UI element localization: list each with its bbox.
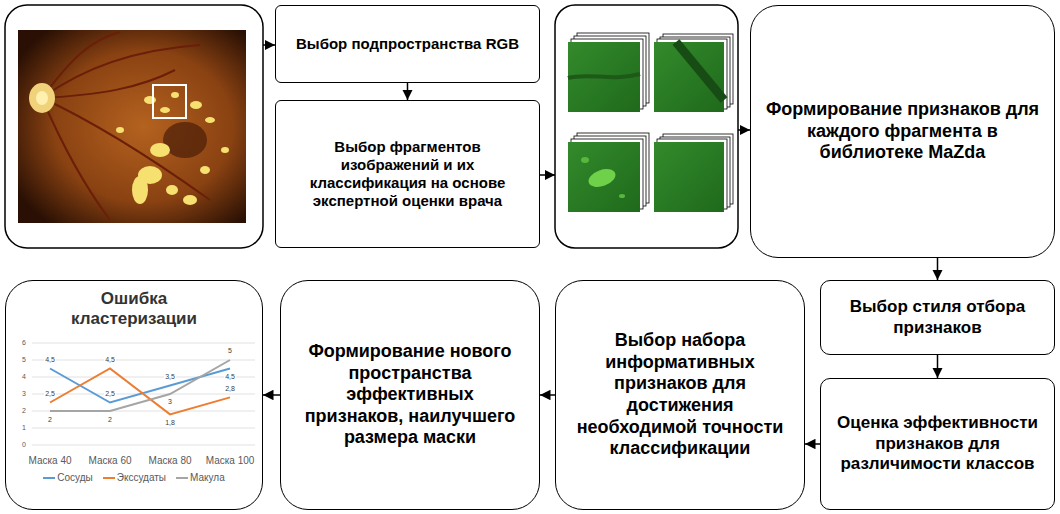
process-box: Выбор стиля отбора признаков bbox=[820, 280, 1055, 355]
data-label: 1,8 bbox=[164, 419, 176, 427]
box-text: Выбор стиля отбора признаков bbox=[835, 297, 1040, 338]
legend-line-sample bbox=[176, 477, 188, 479]
legend-line-sample bbox=[43, 477, 55, 479]
axis-tick: 2 bbox=[21, 407, 27, 415]
data-label: 2 bbox=[107, 416, 113, 424]
process-box: Выбор набора информативных признаков для… bbox=[555, 280, 805, 510]
category-label: Маска 80 bbox=[147, 455, 192, 466]
selection-square bbox=[153, 85, 186, 118]
flow-arrow bbox=[805, 443, 820, 445]
data-label: 3 bbox=[167, 398, 173, 406]
legend-text: Экссудаты bbox=[117, 472, 166, 483]
data-label: 3,5 bbox=[164, 373, 176, 381]
optic-disc bbox=[29, 83, 55, 113]
fragment-image bbox=[654, 142, 724, 212]
process-box: Формирование нового пространства эффекти… bbox=[280, 280, 540, 510]
legend-text: Макула bbox=[190, 472, 225, 483]
category-label: Маска 100 bbox=[205, 455, 256, 466]
fragment-image bbox=[568, 142, 640, 212]
data-label: 4,5 bbox=[44, 356, 56, 364]
box-text: Выбор набора информативных признаков для… bbox=[570, 330, 790, 460]
flow-arrow bbox=[540, 394, 555, 396]
fragments-panel bbox=[555, 5, 738, 248]
data-label: 2,5 bbox=[44, 390, 56, 398]
category-label: Маска 60 bbox=[87, 455, 132, 466]
exudates bbox=[116, 92, 229, 205]
chart-title: Ошибка кластеризации bbox=[54, 289, 214, 330]
fundus-photo bbox=[5, 5, 263, 248]
box-text: Выбор фрагментов изображений и их класси… bbox=[290, 138, 525, 210]
process-box: Выбор подпространства RGB bbox=[275, 5, 540, 83]
process-box: Формирование признаков для каждого фрагм… bbox=[750, 5, 1055, 258]
legend-line-sample bbox=[103, 477, 115, 479]
flow-arrow bbox=[937, 355, 939, 378]
category-label: Маска 40 bbox=[27, 455, 72, 466]
legend-item: Макула bbox=[176, 472, 225, 483]
axis-tick: 4 bbox=[21, 373, 27, 381]
process-box: Выбор фрагментов изображений и их класси… bbox=[275, 100, 540, 248]
process-box: Оценка эффективности признаков для разли… bbox=[820, 378, 1055, 510]
retina-vessels bbox=[42, 32, 210, 220]
flow-arrow bbox=[937, 258, 939, 280]
series-line bbox=[50, 369, 230, 403]
panel-frame bbox=[555, 5, 738, 248]
photo-frame bbox=[5, 5, 263, 248]
retina-image bbox=[18, 30, 246, 223]
data-label: 4,5 bbox=[104, 356, 116, 364]
data-label: 2 bbox=[47, 416, 53, 424]
data-label: 5 bbox=[227, 347, 233, 355]
chart-gridlines bbox=[32, 343, 255, 445]
legend-item: Сосуды bbox=[43, 472, 92, 483]
data-label: 2,5 bbox=[104, 390, 116, 398]
axis-tick: 3 bbox=[21, 390, 27, 398]
legend-text: Сосуды bbox=[57, 472, 92, 483]
box-text: Формирование нового пространства эффекти… bbox=[295, 341, 525, 449]
macula bbox=[163, 122, 207, 158]
axis-tick: 6 bbox=[21, 339, 27, 347]
line-chart bbox=[32, 343, 255, 445]
flow-arrow bbox=[407, 83, 409, 100]
box-text: Оценка эффективности признаков для разли… bbox=[835, 413, 1040, 474]
fragment-image bbox=[654, 42, 724, 112]
box-text: Формирование признаков для каждого фрагм… bbox=[765, 99, 1040, 164]
legend-item: Экссудаты bbox=[103, 472, 166, 483]
series-line bbox=[50, 360, 230, 411]
data-label: 2,8 bbox=[224, 385, 236, 393]
optic-disc bbox=[36, 91, 48, 105]
chart-legend: Сосуды Экссудаты Макула bbox=[15, 472, 253, 483]
data-label: 4,5 bbox=[224, 373, 236, 381]
fragment-image bbox=[568, 42, 640, 112]
axis-tick: 0 bbox=[21, 441, 27, 449]
axis-tick: 5 bbox=[21, 356, 27, 364]
box-text: Выбор подпространства RGB bbox=[296, 35, 519, 53]
flow-arrow bbox=[263, 394, 280, 396]
axis-tick: 1 bbox=[21, 424, 27, 432]
